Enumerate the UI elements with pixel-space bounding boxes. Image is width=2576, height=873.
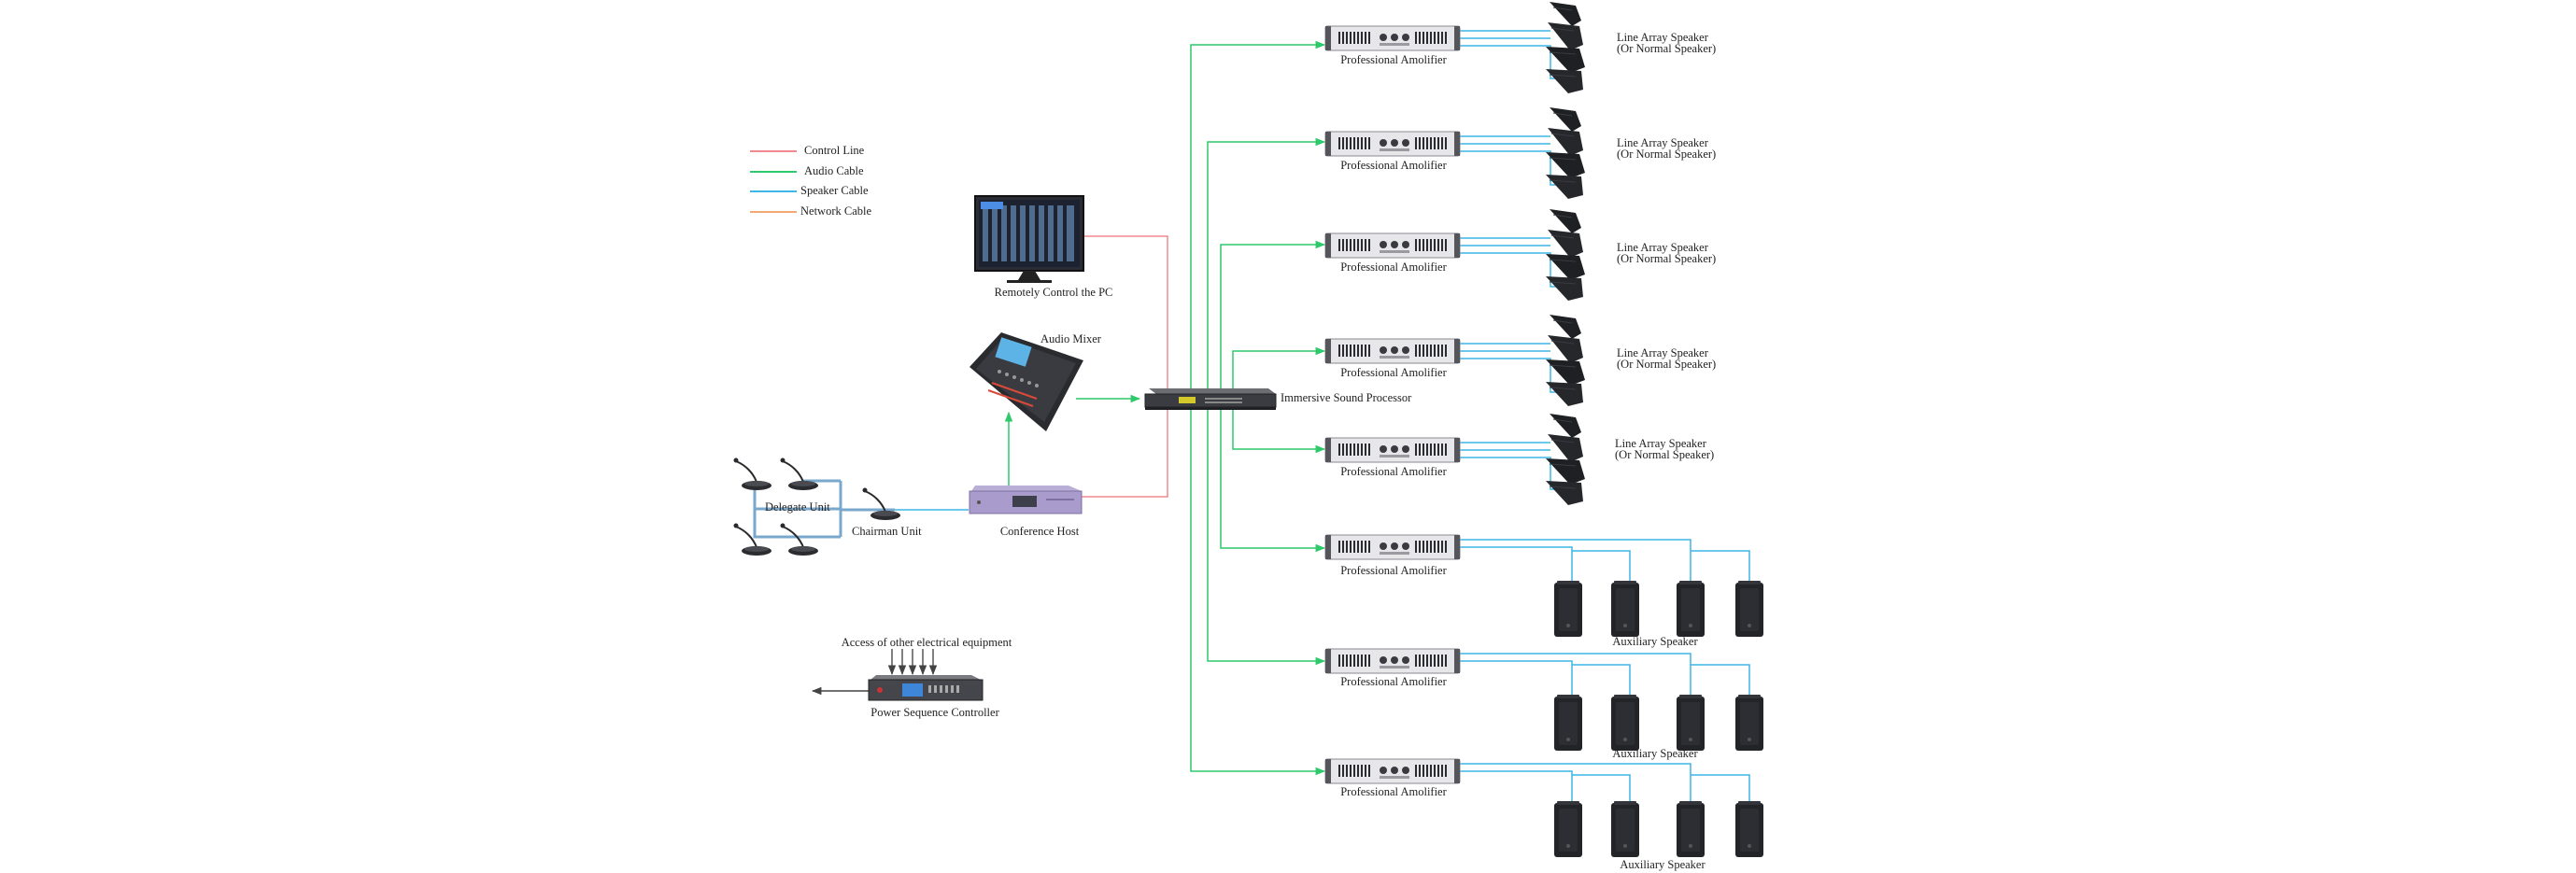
power-sequence-controller	[868, 675, 984, 701]
line-array-label: Line Array Speaker	[1617, 241, 1708, 254]
mixer-label: Audio Mixer	[1040, 332, 1101, 345]
aux-speaker-label: Auxiliary Speaker	[1620, 858, 1706, 871]
amplifier	[1324, 232, 1461, 259]
line-array-sublabel: (Or Normal Speaker)	[1617, 252, 1717, 265]
pc-label: Remotely Control the PC	[994, 286, 1113, 299]
auxiliary-speaker	[1677, 581, 1705, 637]
legend-control-line-label: Control Line	[804, 144, 865, 157]
processor-label: Immersive Sound Processor	[1281, 391, 1412, 404]
conference-host	[969, 486, 1083, 514]
auxiliary-speaker	[1554, 695, 1582, 751]
amplifier	[1324, 758, 1461, 784]
auxiliary-speaker	[1735, 695, 1763, 751]
amplifier-label: Professional Amolifier	[1340, 260, 1447, 274]
pc-monitor	[974, 195, 1084, 283]
amplifier-label: Professional Amolifier	[1340, 159, 1447, 172]
power-inputs	[887, 649, 938, 676]
aux-speaker-label: Auxiliary Speaker	[1612, 635, 1698, 648]
amplifier	[1324, 338, 1461, 364]
amplifier	[1324, 131, 1461, 157]
auxiliary-speaker	[1554, 801, 1582, 857]
legend	[750, 150, 797, 213]
line-array-label: Line Array Speaker	[1617, 346, 1708, 359]
immersive-sound-processor	[1144, 388, 1277, 410]
line-array-label: Line Array Speaker	[1617, 31, 1708, 44]
chairman-unit	[861, 486, 901, 521]
line-array-label: Line Array Speaker	[1615, 437, 1706, 450]
legend-network-cable-label: Network Cable	[800, 204, 872, 218]
auxiliary-speaker	[1677, 695, 1705, 751]
audio-mixer	[970, 332, 1083, 431]
amplifier	[1324, 25, 1461, 51]
aux-speaker-label: Auxiliary Speaker	[1612, 747, 1698, 760]
speaker-cables	[895, 30, 1750, 805]
amplifier-label: Professional Amolifier	[1340, 53, 1447, 66]
conference-cables	[753, 479, 895, 539]
auxiliary-speaker	[1735, 801, 1763, 857]
line-array-sublabel: (Or Normal Speaker)	[1617, 148, 1717, 161]
delegate-label: Delegate Unit	[765, 500, 830, 514]
auxiliary-speaker	[1735, 581, 1763, 637]
auxiliary-speaker	[1611, 581, 1639, 637]
legend-speaker-cable-label: Speaker Cable	[800, 184, 869, 197]
auxiliary-speaker	[1611, 801, 1639, 857]
auxiliary-speakers	[1554, 581, 1763, 857]
amplifier-label: Professional Amolifier	[1340, 465, 1447, 478]
line-array-sublabel: (Or Normal Speaker)	[1615, 448, 1715, 461]
line-array-sublabel: (Or Normal Speaker)	[1617, 358, 1717, 371]
audio-cables	[1004, 40, 1326, 776]
host-label: Conference Host	[999, 525, 1080, 538]
line-array-label: Line Array Speaker	[1617, 136, 1708, 149]
auxiliary-speaker	[1677, 801, 1705, 857]
auxiliary-speaker	[1554, 581, 1582, 637]
chairman-label: Chairman Unit	[852, 525, 922, 538]
power-access-label: Access of other electrical equipment	[841, 636, 1012, 649]
amplifier-label: Professional Amolifier	[1340, 785, 1447, 798]
line-array-sublabel: (Or Normal Speaker)	[1617, 42, 1717, 55]
line-array-speaker	[1545, 413, 1586, 506]
amplifier	[1324, 648, 1461, 674]
amplifier-label: Professional Amolifier	[1340, 366, 1447, 379]
auxiliary-speaker	[1611, 695, 1639, 751]
amplifiers	[1324, 25, 1461, 784]
amplifier	[1324, 534, 1461, 560]
line-array-speakers	[1545, 1, 1586, 506]
legend-audio-cable-label: Audio Cable	[804, 164, 864, 177]
line-array-speaker	[1545, 1, 1586, 94]
control-lines	[1081, 235, 1168, 498]
amplifier-label: Professional Amolifier	[1340, 564, 1447, 577]
power-controller-label: Power Sequence Controller	[870, 706, 999, 719]
amplifier	[1324, 437, 1461, 463]
amplifier-label: Professional Amolifier	[1340, 675, 1447, 688]
